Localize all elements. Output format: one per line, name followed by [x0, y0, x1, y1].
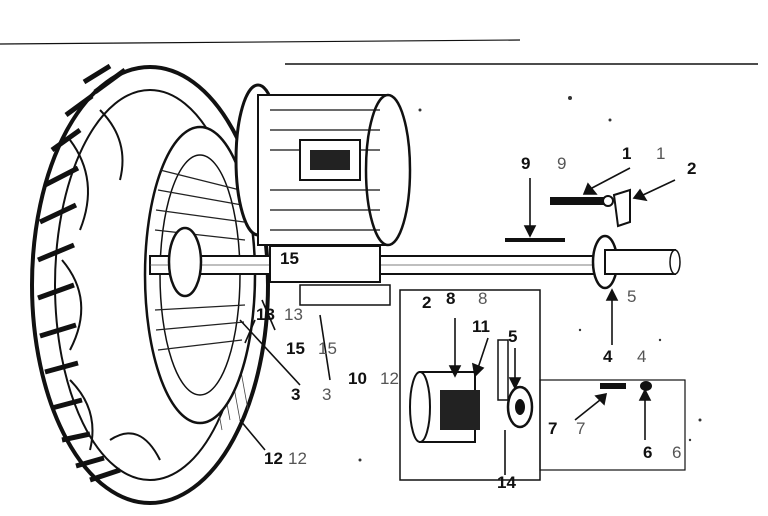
callout-9-ghost: 9 [557, 154, 567, 173]
callout-5: 5 [508, 327, 518, 346]
callout-12-ghost: 12 [288, 449, 307, 468]
print-speckle [358, 96, 702, 462]
callout-6: 6 [643, 443, 653, 462]
callout-7: 7 [548, 419, 558, 438]
callout-4: 4 [603, 347, 613, 366]
callout-6-ghost: 6 [672, 443, 682, 462]
lower-parts [299, 284, 686, 481]
callout-3-ghost: 3 [322, 385, 332, 404]
callout-8-ghost: 8 [478, 289, 488, 308]
callout-2-lower: 2 [422, 293, 432, 312]
top-rule-line [0, 39, 521, 45]
axle-collar [591, 234, 681, 290]
callout-10-ghost: 12 [380, 369, 399, 388]
callout-13-ghost: 13 [284, 305, 303, 324]
leader-arrows [239, 167, 676, 475]
callout-11: 11 [472, 317, 490, 336]
callout-10: 10 [348, 369, 367, 388]
callout-1-ghost: 1 [656, 144, 666, 163]
callout-8: 8 [446, 289, 456, 308]
pin [550, 195, 614, 207]
callout-12: 12 [264, 449, 283, 468]
axle-shaft [149, 226, 621, 298]
callout-15-axle: 15 [280, 249, 299, 268]
callout-4-ghost: 4 [637, 347, 647, 366]
callout-2: 2 [687, 159, 697, 178]
callout-13: 13 [256, 305, 275, 324]
rod [505, 238, 565, 242]
callout-1: 1 [622, 144, 632, 163]
hub-housing [234, 83, 412, 247]
callout-4-upper-ghost: 5 [627, 287, 637, 306]
clip [612, 188, 631, 228]
callout-15-lower: 15 [286, 339, 305, 358]
callout-3: 3 [291, 385, 301, 404]
callout-15-ghost: 15 [318, 339, 337, 358]
callout-9: 9 [521, 154, 531, 173]
callout-7-ghost: 7 [576, 419, 586, 438]
callout-14: 14 [497, 473, 516, 492]
